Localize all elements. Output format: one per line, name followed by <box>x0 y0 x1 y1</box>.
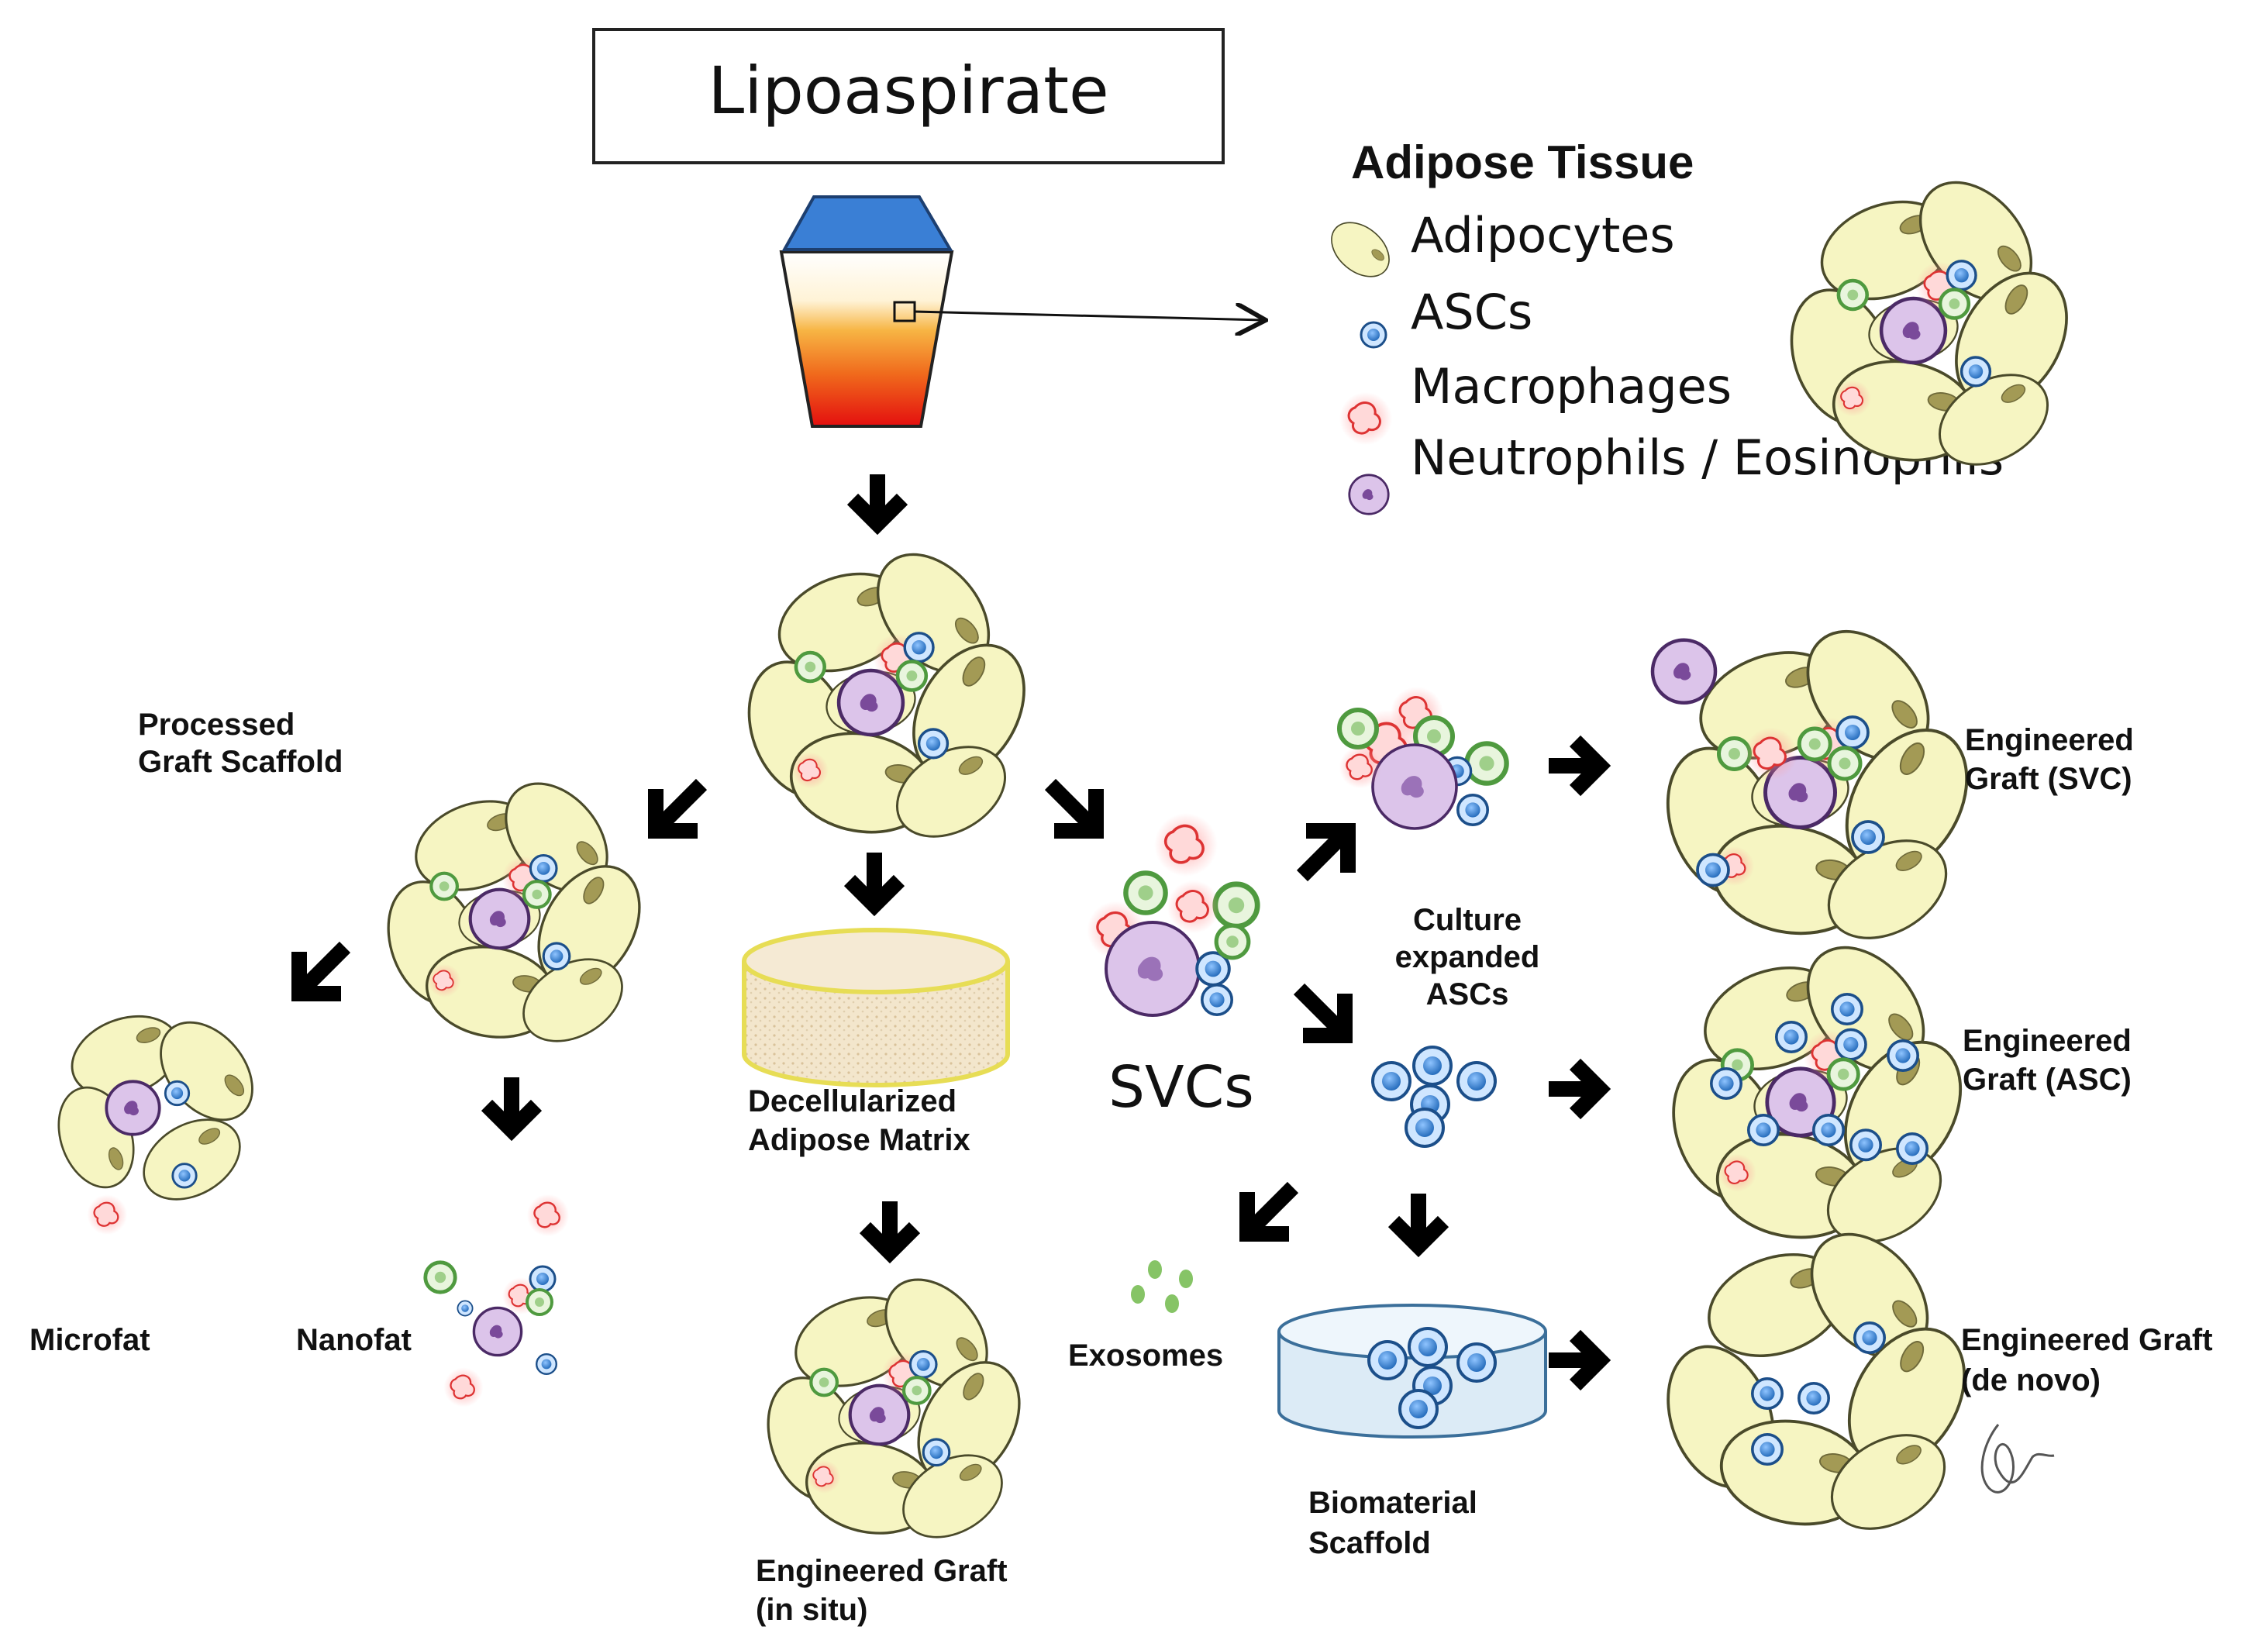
exosomes-label: Exosomes <box>1068 1339 1223 1373</box>
zoom-arrow <box>914 312 1263 320</box>
processed-label-line2: Graft Scaffold <box>138 745 343 779</box>
svc-upper-cluster <box>1339 685 1507 830</box>
legend: Adipose Tissue Adipocytes ASCs Macrophag… <box>1320 136 2004 515</box>
culture-label-line1: Culture <box>1413 903 1522 937</box>
graft-svc-cluster <box>1649 608 1991 958</box>
neutrophil-icon <box>1348 474 1390 515</box>
nanofat-cells <box>426 1193 570 1408</box>
biomaterial-label-line1: Biomaterial <box>1308 1486 1477 1520</box>
microfat-cluster <box>44 1001 272 1236</box>
microfat-label: Microfat <box>29 1323 150 1357</box>
legend-item-ascs: ASCs <box>1411 284 1532 340</box>
legend-item-macrophages: Macrophages <box>1411 358 1732 415</box>
macrophage-icon <box>1338 391 1394 446</box>
graft-de-novo-line1: Engineered Graft <box>1961 1323 2213 1357</box>
svcs-cluster <box>1085 811 1258 1017</box>
signature-mark <box>1980 1424 2055 1494</box>
biomaterial-dish-icon <box>1277 1304 1547 1439</box>
culture-ascs-cells <box>1371 1046 1497 1148</box>
legend-heading: Adipose Tissue <box>1351 136 1694 188</box>
graft-asc-line2: Graft (ASC) <box>1963 1063 2132 1097</box>
nanofat-label: Nanofat <box>296 1323 412 1357</box>
processed-label-line1: Processed <box>138 708 295 742</box>
graft-in-situ-line1: Engineered Graft <box>756 1554 1008 1588</box>
graft-svc-line2: Graft (SVC) <box>1965 762 2132 796</box>
lipoaspirate-cup-icon <box>779 195 954 428</box>
exosome-dots <box>1131 1260 1193 1313</box>
graft-in-situ-cluster <box>752 1260 1039 1554</box>
svcs-label: SVCs <box>1108 1054 1254 1121</box>
legend-item-adipocytes: Adipocytes <box>1411 207 1675 264</box>
biomaterial-label-line2: Scaffold <box>1308 1526 1431 1560</box>
decellularized-label-line1: Decellularized <box>748 1084 956 1118</box>
asc-cell-icon <box>1360 321 1387 349</box>
graft-de-novo-line2: (de novo) <box>1961 1363 2101 1397</box>
flow-arrows <box>291 474 1611 1391</box>
graft-asc-line1: Engineered <box>1963 1024 2132 1058</box>
graft-svc-line1: Engineered <box>1965 723 2134 757</box>
title-text: Lipoaspirate <box>708 53 1108 129</box>
adipocyte-icon <box>1320 211 1401 288</box>
processed-graft-cluster <box>372 764 660 1058</box>
decellularized-matrix-icon <box>742 928 1010 1087</box>
graft-de-novo-cluster <box>1648 1210 1990 1549</box>
culture-label-line2: expanded <box>1395 940 1540 974</box>
culture-label-line3: ASCs <box>1426 977 1509 1011</box>
adipose-cluster-main <box>732 533 1047 855</box>
decellularized-label-line2: Adipose Matrix <box>748 1123 970 1157</box>
graft-asc-cluster <box>1655 925 1984 1261</box>
graft-in-situ-line2: (in situ) <box>756 1593 867 1627</box>
title-box <box>592 28 1225 164</box>
